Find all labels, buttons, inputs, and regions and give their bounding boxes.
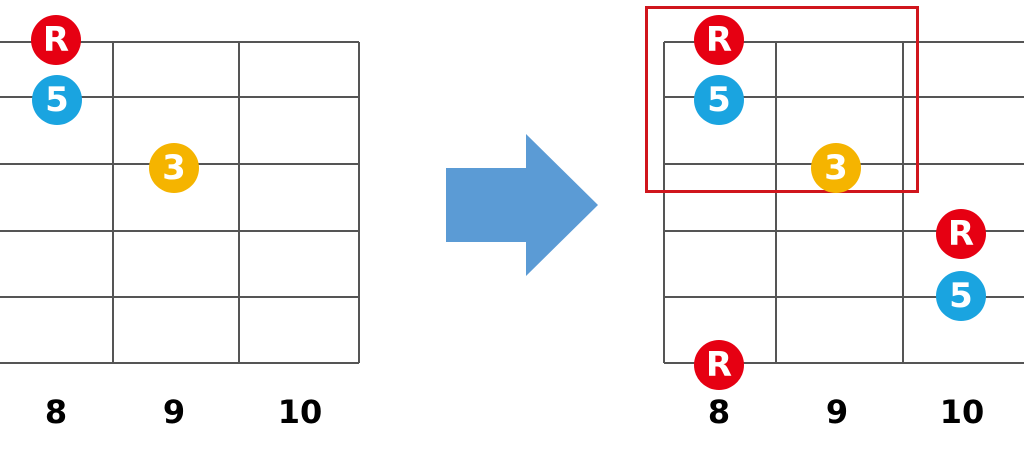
fret-number-label: 10 [939, 393, 985, 431]
fret-number-label: 8 [707, 393, 731, 431]
root-note: R [31, 15, 81, 65]
fifth-note: 5 [694, 75, 744, 125]
root-note: R [694, 340, 744, 390]
third-note: 3 [811, 143, 861, 193]
fret-number-label: 9 [825, 393, 849, 431]
fifth-note: 5 [936, 271, 986, 321]
root-note: R [694, 15, 744, 65]
right-arrow-icon [446, 134, 598, 276]
fifth-note: 5 [32, 75, 82, 125]
fret-number-label: 10 [277, 393, 323, 431]
root-note: R [936, 209, 986, 259]
fret-number-label: 8 [44, 393, 68, 431]
highlight-frame [645, 6, 919, 193]
fret-number-label: 9 [162, 393, 186, 431]
third-note: 3 [149, 143, 199, 193]
